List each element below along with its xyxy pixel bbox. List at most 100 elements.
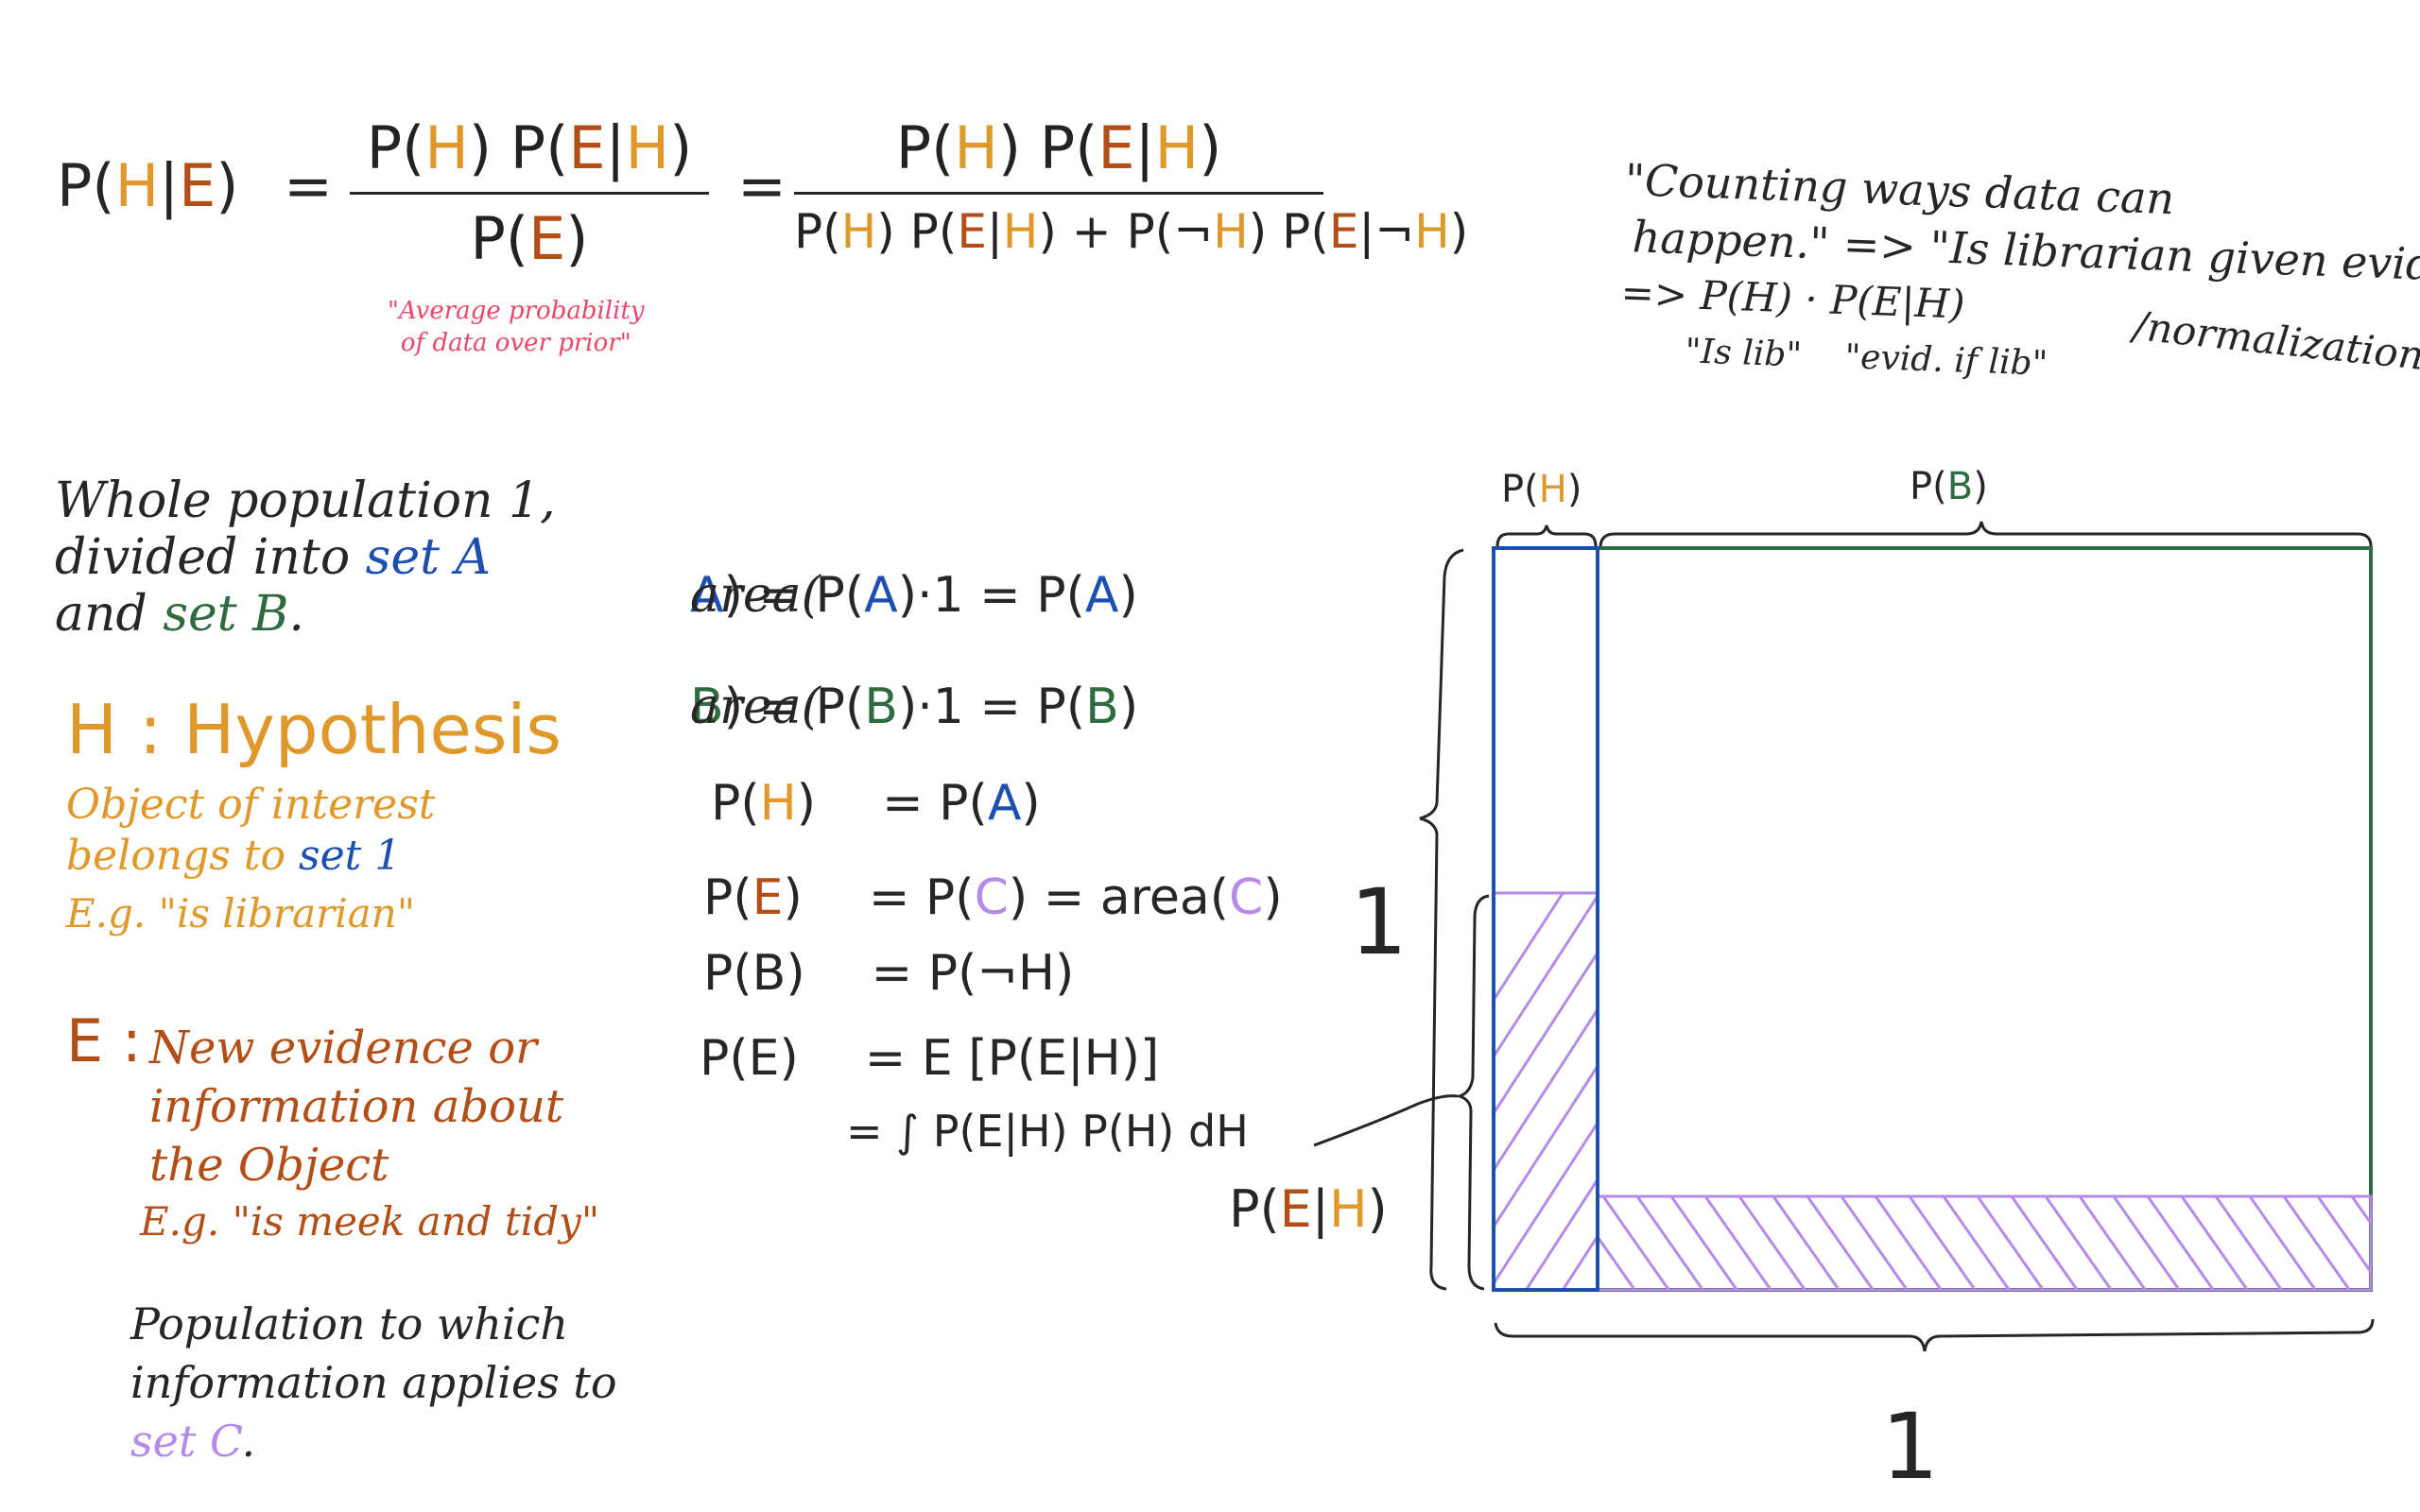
equation-text: ) = P( bbox=[723, 567, 865, 624]
population-c-line: set C. bbox=[130, 1412, 617, 1470]
equation-h: H bbox=[759, 775, 797, 832]
population-text: and bbox=[55, 586, 164, 643]
formula-e: E bbox=[179, 151, 216, 220]
formula-e: E bbox=[957, 204, 987, 259]
equation-p-e-integral: = ∫ P(E|H) P(H) dH bbox=[846, 1106, 1249, 1157]
formula-h: H bbox=[114, 151, 160, 220]
formula-h: H bbox=[840, 204, 877, 259]
set-c-hatch-in-a bbox=[1492, 893, 1598, 1290]
formula-text: P( bbox=[895, 113, 955, 182]
equation-text: ) = area( bbox=[1008, 869, 1230, 926]
label-h: H bbox=[1538, 468, 1567, 511]
formula-text: P( bbox=[366, 113, 425, 182]
label-one-bottom: 1 bbox=[1881, 1394, 1940, 1500]
formula-text: ) bbox=[216, 151, 239, 220]
label-text: ) bbox=[1566, 468, 1582, 511]
formula-text: ) P( bbox=[997, 113, 1098, 182]
population-c-line: Population to which bbox=[130, 1298, 569, 1349]
evidence-line: New evidence or bbox=[149, 1022, 538, 1074]
equation-area-b: area(B) = P(B)·1 = P(B) bbox=[690, 679, 1138, 735]
hypothesis-description: Object of interest belongs to set 1 bbox=[66, 780, 435, 882]
equation-p-e-expectation: P(E)= E [P(E|H)] bbox=[700, 1030, 1159, 1087]
evidence-line: the Object bbox=[149, 1139, 389, 1192]
population-c-text: . bbox=[241, 1416, 256, 1467]
evidence-annotation: "Average probability of data over prior" bbox=[388, 295, 645, 359]
equation-text: ) bbox=[783, 869, 803, 926]
label-text: P( bbox=[1501, 468, 1539, 511]
set-b-region bbox=[1596, 546, 2373, 1292]
formula-text: ) P( bbox=[876, 204, 958, 259]
formula-h: H bbox=[625, 113, 670, 182]
equation-text: area( bbox=[690, 679, 821, 735]
formula-h: H bbox=[1213, 204, 1249, 259]
population-c-description: Population to which information applies … bbox=[130, 1295, 617, 1470]
pointer-curve bbox=[1313, 1094, 1459, 1147]
quote-label-is-lib: "Is lib" bbox=[1684, 332, 1803, 375]
fraction-expanded: P(H) P(E|H) P(H) P(E|H) + P(¬H) P(E|¬H) bbox=[794, 113, 1468, 259]
equation-text: = P( bbox=[868, 869, 975, 926]
equation-set-b: B bbox=[1085, 679, 1119, 735]
equation-set-c: C bbox=[1229, 869, 1264, 926]
equation-text: )·1 = P( bbox=[897, 567, 1085, 624]
fraction-numerator: P(H) P(E|H) bbox=[350, 113, 709, 182]
population-c-line: information applies to bbox=[130, 1357, 617, 1408]
brace-left-total bbox=[1419, 548, 1464, 1291]
hypothesis-example: E.g. "is librarian" bbox=[66, 890, 416, 936]
quote-label-evid: "evid. if lib" bbox=[1843, 337, 2048, 384]
formula-h: H bbox=[1002, 204, 1039, 259]
fraction-simple: P(H) P(E|H) P(E) bbox=[350, 113, 709, 273]
counting-quote: "Counting ways data can happen." => "Is … bbox=[1618, 151, 2420, 407]
equation-text: ) = P( bbox=[723, 679, 865, 735]
equation-set-c: C bbox=[974, 869, 1009, 926]
fraction-bar bbox=[794, 192, 1323, 195]
equation-p-e: P(E)= P(C) = area(C) bbox=[703, 869, 1283, 926]
equation-p-b: P(B) = P(¬H) bbox=[703, 945, 1074, 1002]
brace-left-peh bbox=[1455, 894, 1490, 1291]
label-p-e-given-h: P(E|H) bbox=[1229, 1179, 1388, 1239]
population-text: divided into bbox=[55, 529, 366, 586]
hypothesis-text: belongs to bbox=[66, 832, 299, 880]
equation-text: P(B) bbox=[703, 945, 805, 1002]
population-description: Whole population 1, divided into set A a… bbox=[55, 472, 556, 643]
equation-text: ) bbox=[1118, 567, 1138, 624]
label-one-left: 1 bbox=[1350, 869, 1409, 975]
formula-text: P( bbox=[57, 151, 115, 220]
equation-set-b: B bbox=[690, 679, 724, 735]
equation-text: ) bbox=[1263, 869, 1283, 926]
formula-text: ) + P(¬ bbox=[1038, 204, 1214, 259]
set-b-label: set B bbox=[163, 586, 289, 643]
equation-text: = P(¬H) bbox=[871, 945, 1075, 1002]
set-1-label: set 1 bbox=[299, 832, 402, 880]
equation-text: ) bbox=[1021, 775, 1041, 832]
label-text: ) bbox=[1973, 465, 1988, 508]
hypothesis-line: Object of interest bbox=[66, 781, 436, 829]
equation-text: ) bbox=[1118, 679, 1139, 735]
equation-e: E bbox=[752, 869, 784, 926]
hypothesis-line: belongs to set 1 bbox=[66, 831, 435, 882]
formula-text: P( bbox=[794, 204, 841, 259]
fraction-denominator: P(H) P(E|H) + P(¬H) P(E|¬H) bbox=[794, 204, 1468, 259]
formula-text: | bbox=[159, 151, 180, 220]
brace-top-ph bbox=[1495, 524, 1598, 547]
formula-text: | bbox=[605, 113, 626, 182]
label-e: E bbox=[1279, 1179, 1312, 1239]
equation-set-b: B bbox=[864, 679, 898, 735]
label-p-b: P(B) bbox=[1910, 465, 1988, 508]
fraction-denominator: P(E) bbox=[350, 204, 709, 273]
annotation-line: "Average probability bbox=[388, 297, 645, 325]
equation-text: area( bbox=[690, 567, 821, 624]
label-h: H bbox=[1328, 1179, 1368, 1239]
set-c-hatch-in-b bbox=[1599, 1196, 2371, 1290]
label-text: P( bbox=[1910, 465, 1947, 508]
equation-text: ) bbox=[796, 775, 817, 832]
equals-sign: = bbox=[284, 151, 333, 220]
equation-text: = ∫ P(E|H) P(H) dH bbox=[846, 1106, 1249, 1157]
equation-set-a: A bbox=[864, 567, 898, 624]
evidence-example: E.g. "is meek and tidy" bbox=[140, 1198, 600, 1245]
set-c-region-in-a bbox=[1492, 891, 1599, 1292]
formula-text: P( bbox=[470, 204, 529, 273]
population-line: divided into set A bbox=[55, 529, 556, 586]
formula-text: ) bbox=[565, 204, 589, 273]
population-line: Whole population 1, bbox=[55, 472, 556, 529]
brace-bottom-total bbox=[1494, 1318, 2375, 1352]
